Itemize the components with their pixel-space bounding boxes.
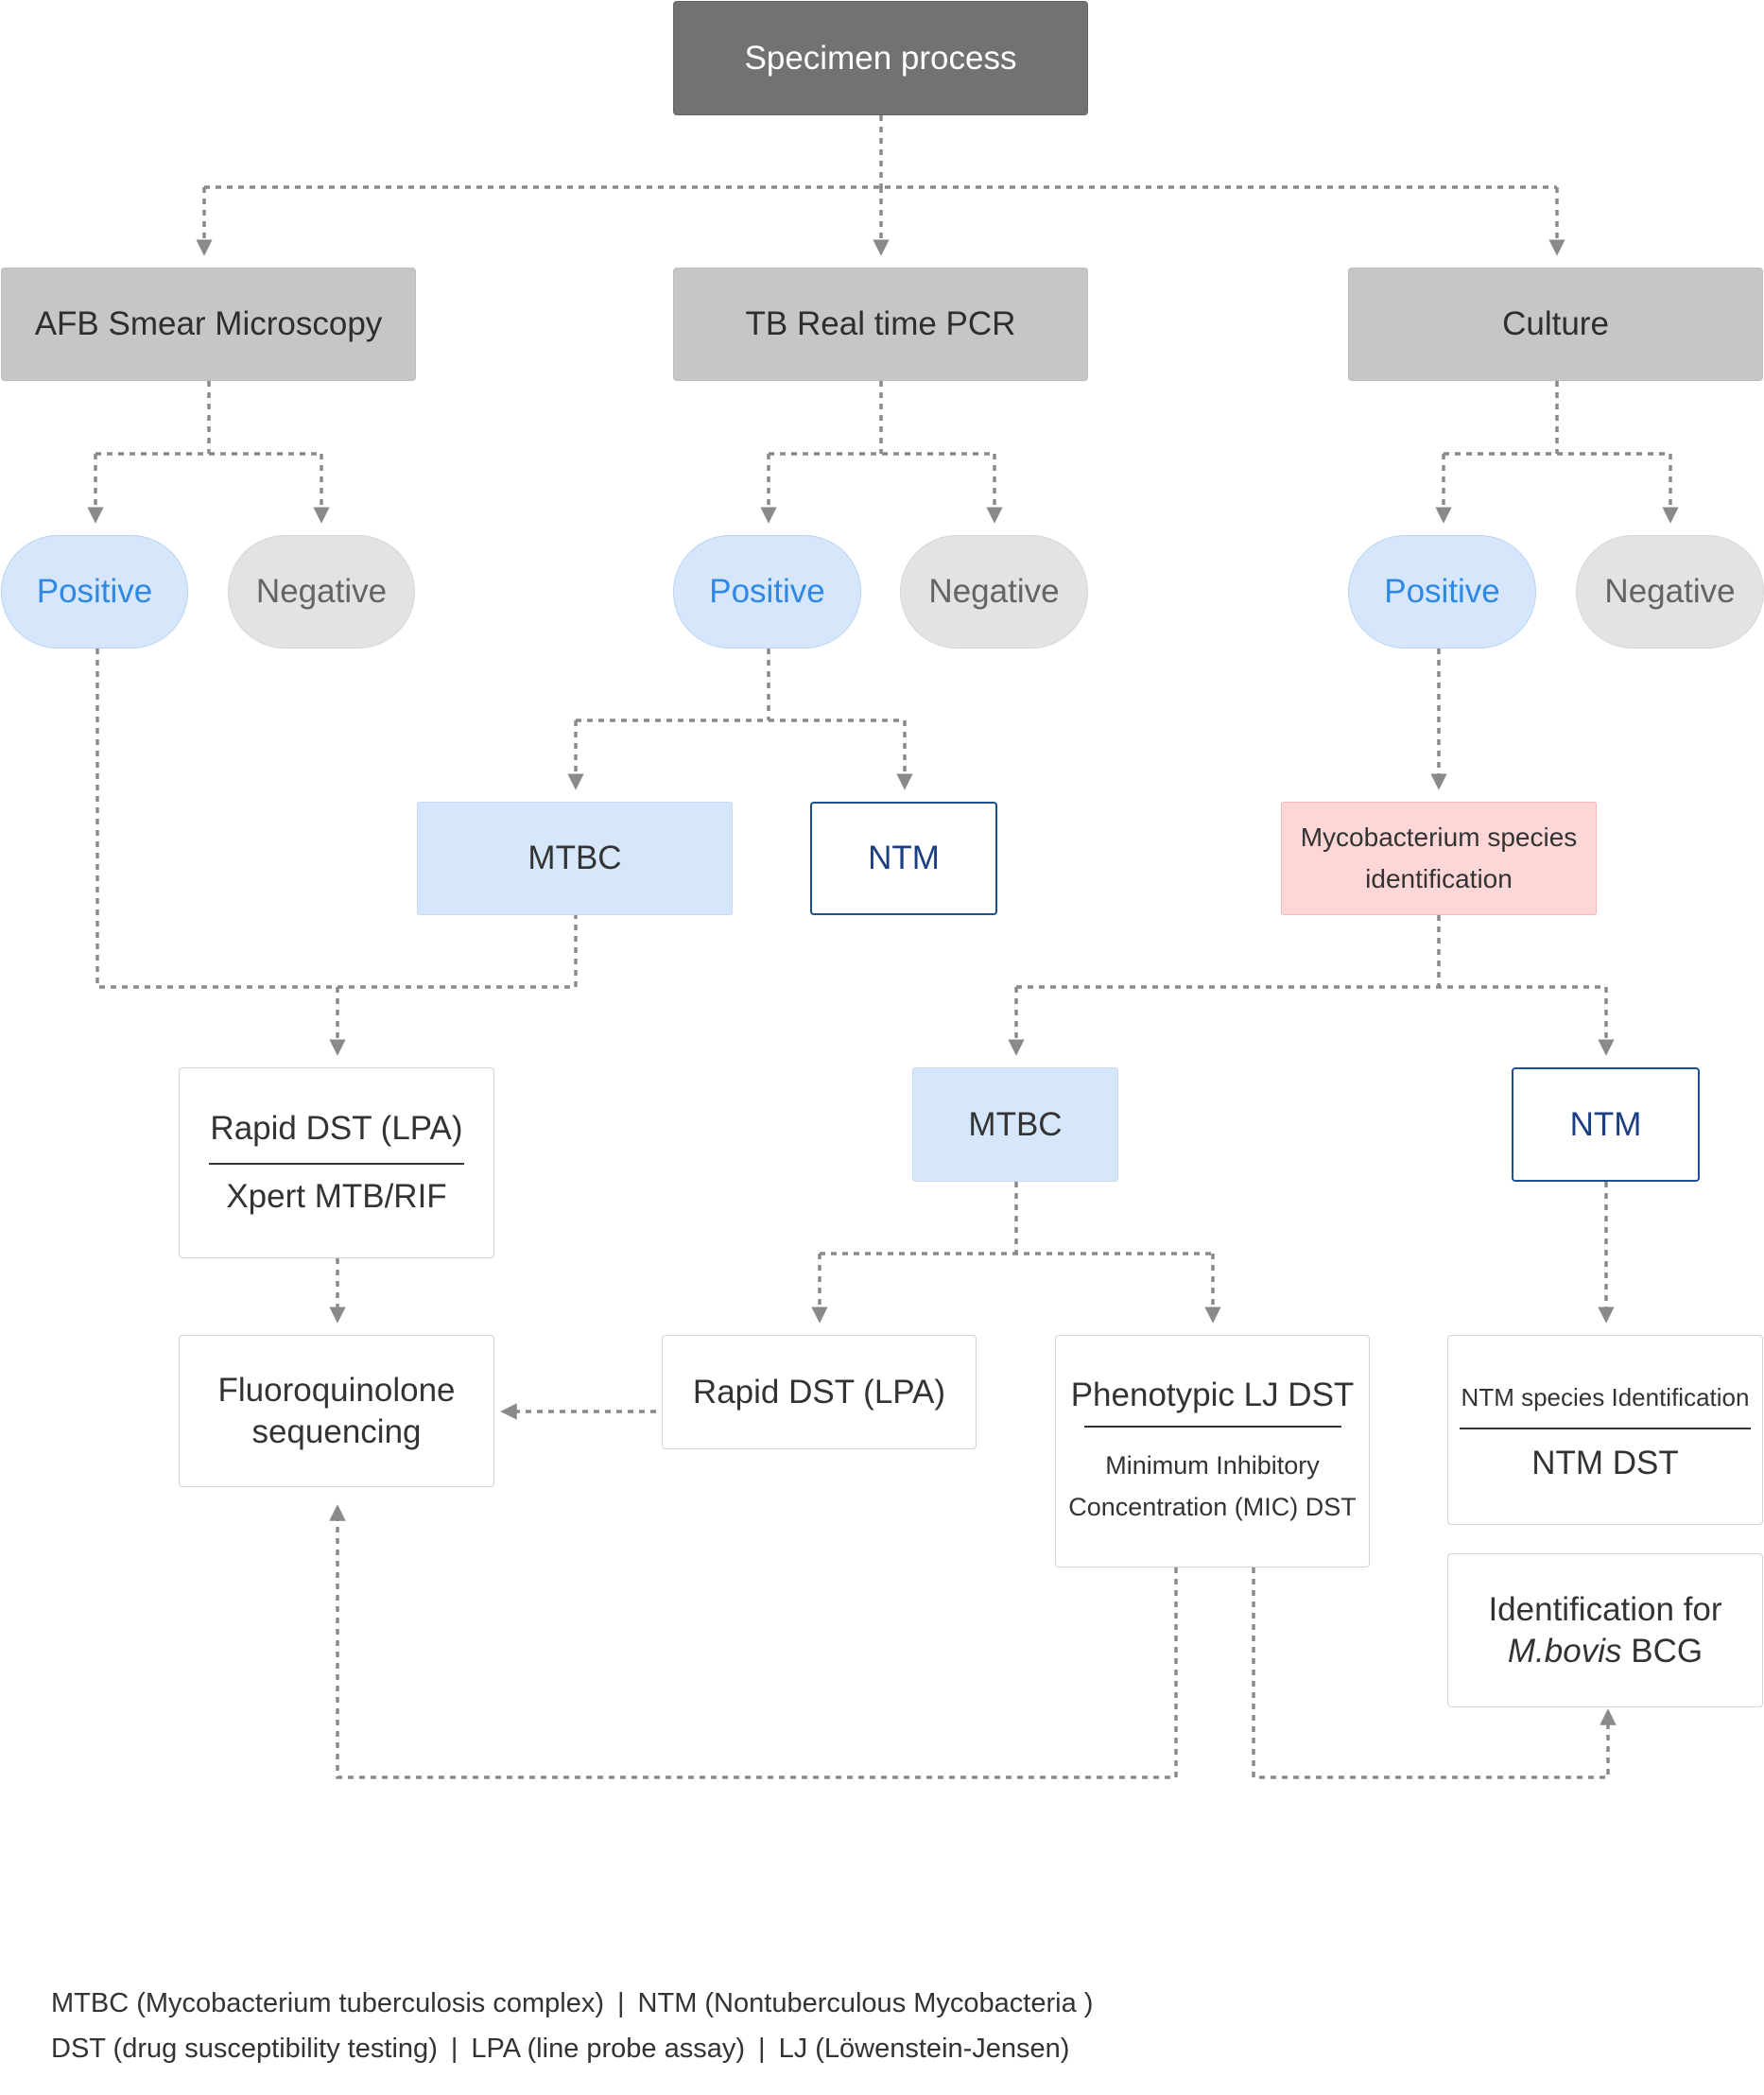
connector-phenotypic-mbovis bbox=[1252, 1567, 1617, 1779]
ntm-dst-label: NTM DST bbox=[1531, 1444, 1679, 1481]
pcr-ntm-label: NTM bbox=[868, 840, 940, 876]
legend-line-2: DST (drug susceptibility testing) | LPA (l… bbox=[51, 2034, 1069, 2065]
divider bbox=[1460, 1427, 1751, 1429]
afb-smear-label: AFB Smear Microscopy bbox=[34, 305, 383, 342]
culture-ntm-node: NTM bbox=[1512, 1067, 1700, 1182]
pcr-negative-pill: Negative bbox=[900, 535, 1088, 649]
culture-label: Culture bbox=[1502, 305, 1609, 342]
mbovis-identification-node: Identification for M.bovis BCG bbox=[1447, 1553, 1763, 1707]
ntm-species-id-label: NTM species Identification bbox=[1461, 1382, 1750, 1411]
afb-negative-pill: Negative bbox=[228, 535, 415, 649]
legend-separator: | bbox=[450, 2034, 458, 2064]
xpert-label: Xpert MTB/RIF bbox=[226, 1178, 447, 1215]
legend-separator: | bbox=[758, 2034, 766, 2064]
legend-lpa: LPA (line probe assay) bbox=[471, 2034, 746, 2064]
afb-smear-node: AFB Smear Microscopy bbox=[1, 268, 416, 381]
mbovis-line1: Identification for bbox=[1488, 1590, 1722, 1628]
pcr-positive-pill: Positive bbox=[673, 535, 861, 649]
mbovis-line2: M.bovis BCG bbox=[1508, 1631, 1703, 1672]
rapid-dst-xpert-node: Rapid DST (LPA) Xpert MTB/RIF bbox=[179, 1067, 494, 1258]
afb-positive-pill: Positive bbox=[1, 535, 188, 649]
fluoroquinolone-label: Fluoroquinolone sequencing bbox=[217, 1371, 456, 1450]
connector-afbpos-down bbox=[95, 649, 578, 989]
culture-mtbc-label: MTBC bbox=[968, 1105, 1063, 1143]
pcr-mtbc-label: MTBC bbox=[527, 840, 622, 876]
specimen-process-label: Specimen process bbox=[744, 39, 1017, 77]
mbovis-italic: M.bovis bbox=[1507, 1632, 1622, 1670]
legend-dst: DST (drug susceptibility testing) bbox=[51, 2034, 438, 2064]
pcr-ntm-node: NTM bbox=[810, 802, 997, 915]
fluoroquinolone-node: Fluoroquinolone sequencing bbox=[179, 1335, 494, 1487]
tb-pcr-node: TB Real time PCR bbox=[673, 268, 1088, 381]
mic-label: Minimum Inhibitory Concentration (MIC) D… bbox=[1068, 1451, 1357, 1521]
mbovis-suffix: BCG bbox=[1631, 1632, 1703, 1670]
pcr-negative-label: Negative bbox=[928, 573, 1060, 610]
legend-lj: LJ (Löwenstein-Jensen) bbox=[778, 2034, 1070, 2064]
culture-negative-pill: Negative bbox=[1576, 535, 1764, 649]
species-identification-node: Mycobacterium species identification bbox=[1281, 802, 1597, 915]
culture-node: Culture bbox=[1348, 268, 1763, 381]
culture-ntm-label: NTM bbox=[1569, 1105, 1642, 1143]
afb-negative-label: Negative bbox=[255, 573, 388, 610]
specimen-process-node: Specimen process bbox=[673, 1, 1088, 115]
connector-phenotypic-fluoro bbox=[329, 1504, 1178, 1779]
divider bbox=[1083, 1426, 1341, 1428]
rapid-dst-lpa-label: Rapid DST (LPA) bbox=[210, 1110, 463, 1147]
pcr-positive-label: Positive bbox=[709, 573, 825, 610]
legend-mtbc: MTBC (Mycobacterium tuberculosis complex… bbox=[51, 1988, 604, 2018]
culture-positive-pill: Positive bbox=[1348, 535, 1536, 649]
culture-positive-label: Positive bbox=[1384, 573, 1500, 610]
ntm-species-dst-node: NTM species Identification NTM DST bbox=[1447, 1335, 1763, 1525]
species-identification-label: Mycobacterium species identification bbox=[1300, 822, 1578, 893]
tb-pcr-label: TB Real time PCR bbox=[745, 305, 1016, 342]
pcr-mtbc-node: MTBC bbox=[417, 802, 733, 915]
phenotypic-label: Phenotypic LJ DST bbox=[1070, 1376, 1355, 1413]
phenotypic-mic-node: Phenotypic LJ DST Minimum Inhibitory Con… bbox=[1055, 1335, 1370, 1567]
legend-line-1: MTBC (Mycobacterium tuberculosis complex… bbox=[51, 1988, 1093, 2019]
culture-rapid-dst-node: Rapid DST (LPA) bbox=[662, 1335, 977, 1449]
divider bbox=[209, 1163, 464, 1165]
culture-negative-label: Negative bbox=[1604, 573, 1736, 610]
culture-rapid-dst-label: Rapid DST (LPA) bbox=[692, 1373, 946, 1411]
culture-mtbc-node: MTBC bbox=[912, 1067, 1118, 1182]
legend-ntm: NTM (Nontuberculous Mycobacteria ) bbox=[637, 1988, 1094, 2018]
legend-separator: | bbox=[616, 1988, 625, 2018]
afb-positive-label: Positive bbox=[36, 573, 153, 610]
